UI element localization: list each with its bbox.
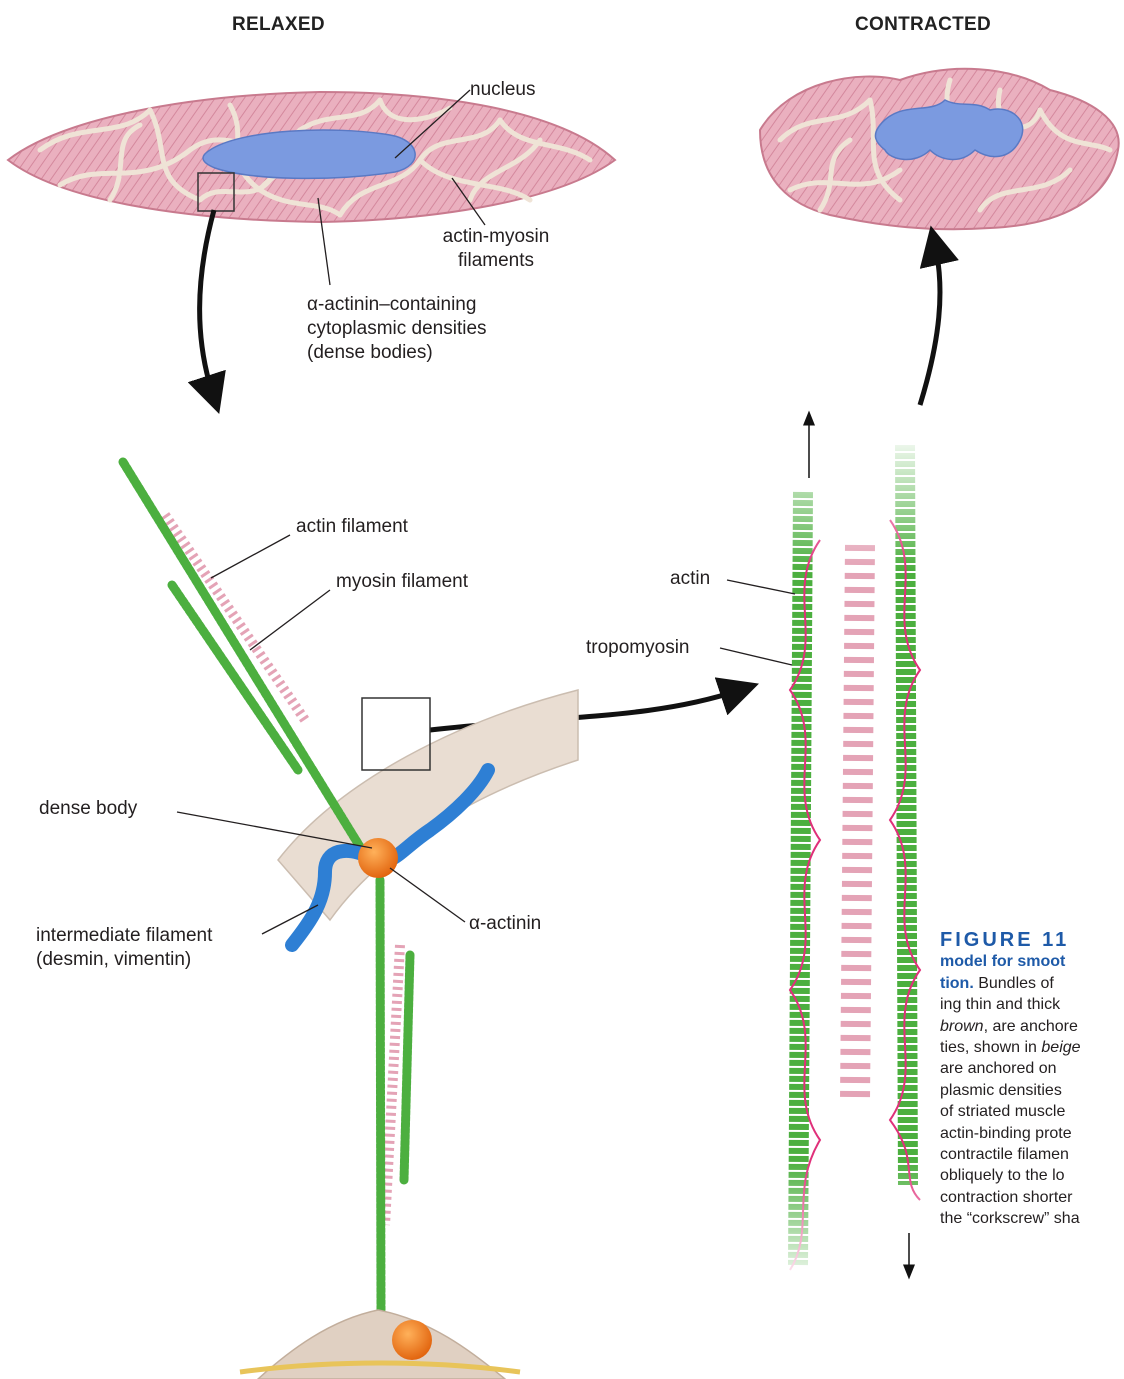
myosin-filament-contracted [855, 545, 860, 1100]
caption-line-11: obliquely to the lo [940, 1165, 1124, 1186]
label-dense-bodies-line2: cytoplasmic densities [307, 318, 487, 339]
label-dense-bodies-line3: (dense bodies) [307, 342, 433, 363]
label-myosin-filament: myosin filament [336, 570, 468, 594]
caption-line-5-italic: beige [1041, 1039, 1080, 1056]
actin-filament-left [798, 492, 803, 1265]
leader-tropomyosin [720, 648, 792, 665]
actin-filament-lower-2 [404, 955, 410, 1180]
label-intermediate-line2: (desmin, vimentin) [36, 949, 191, 970]
filament-detail-panel-left [0, 375, 578, 1379]
figure-caption: FIGURE 11 model for smoot tion. Bundles … [940, 930, 1124, 1230]
caption-title-2: tion. [940, 975, 974, 992]
actin-filament-lower-1 [380, 880, 381, 1310]
label-nucleus: nucleus [470, 78, 536, 102]
bottom-fade [760, 1160, 960, 1290]
caption-line-9: actin-binding prote [940, 1123, 1124, 1144]
caption-line-4-italic: brown [940, 1018, 984, 1035]
caption-line-3: ing thin and thick [940, 994, 1124, 1015]
dense-plaque-orb [392, 1320, 432, 1360]
label-dense-bodies-line1: α-actinin–containing [307, 294, 476, 315]
caption-line-2: Bundles of [974, 975, 1054, 992]
caption-line-7: plasmic densities [940, 1080, 1124, 1101]
caption-line-8: of striated muscle [940, 1101, 1124, 1122]
caption-line-5: ties, shown in [940, 1039, 1041, 1056]
label-dense-body: dense body [39, 797, 137, 821]
top-fade [760, 430, 960, 570]
caption-figure-number: FIGURE 11 [940, 930, 1124, 951]
leader-actin [727, 580, 795, 594]
label-actin-myosin: actin-myosin filaments [416, 225, 576, 273]
caption-line-13: the “corkscrew” sha [940, 1208, 1124, 1229]
arrow-to-contracted-cell [920, 245, 940, 405]
label-intermediate-filament: intermediate filament (desmin, vimentin) [36, 924, 212, 972]
caption-line-12: contraction shorter [940, 1187, 1124, 1208]
label-tropomyosin: tropomyosin [586, 636, 690, 660]
caption-title-1: model for smoot [940, 951, 1124, 972]
label-alpha-actinin: α-actinin [469, 912, 541, 936]
label-actin-myosin-line2: filaments [458, 250, 534, 271]
caption-line-6: are anchored on [940, 1058, 1124, 1079]
label-intermediate-line1: intermediate filament [36, 925, 212, 946]
label-dense-bodies: α-actinin–containing cytoplasmic densiti… [307, 293, 487, 365]
caption-line-10: contractile filamen [940, 1144, 1124, 1165]
caption-line-4: , are anchore [984, 1018, 1078, 1035]
contracted-filament-assembly [760, 418, 960, 1290]
label-actin: actin [670, 567, 710, 591]
label-actin-myosin-line1: actin-myosin [443, 226, 550, 247]
dense-body-orb [358, 838, 398, 878]
label-actin-filament: actin filament [296, 515, 408, 539]
arrow-to-relaxed-detail [200, 210, 214, 395]
